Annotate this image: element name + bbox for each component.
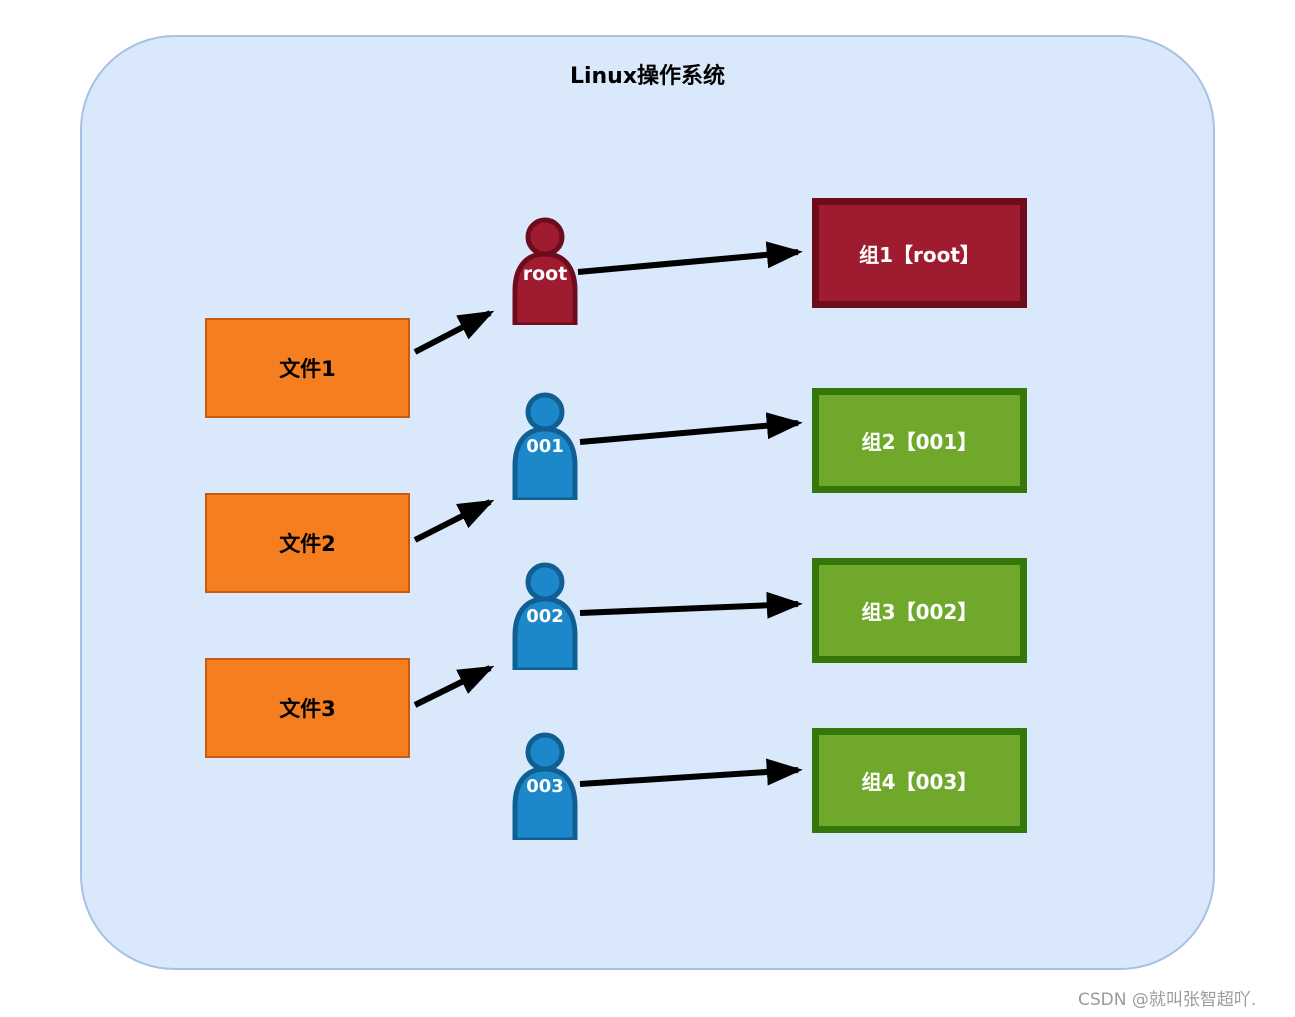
user-root-icon: root	[505, 215, 585, 325]
group-node-4: 组4【003】	[812, 728, 1027, 833]
file-node-1: 文件1	[205, 318, 410, 418]
group-node-label: 组1【root】	[859, 242, 980, 267]
user-label: 002	[526, 606, 564, 627]
user-002-icon: 002	[505, 560, 585, 670]
user-001-icon: 001	[505, 390, 585, 500]
diagram-title: Linux操作系统	[569, 64, 726, 89]
user-label: 003	[526, 776, 564, 797]
group-node-2: 组2【001】	[812, 388, 1027, 493]
user-label: 001	[526, 436, 564, 457]
file-node-label: 文件3	[279, 697, 336, 721]
file-node-3: 文件3	[205, 658, 410, 758]
user-003-icon: 003	[505, 730, 585, 840]
watermark: CSDN @就叫张智超吖.	[1078, 990, 1257, 1010]
group-node-label: 组2【001】	[861, 430, 978, 454]
file-node-label: 文件2	[279, 532, 336, 556]
group-node-label: 组3【002】	[861, 600, 978, 624]
group-node-1: 组1【root】	[812, 198, 1027, 308]
group-node-label: 组4【003】	[861, 770, 978, 794]
group-node-3: 组3【002】	[812, 558, 1027, 663]
user-label: root	[522, 263, 568, 285]
file-node-2: 文件2	[205, 493, 410, 593]
file-node-label: 文件1	[279, 357, 336, 381]
